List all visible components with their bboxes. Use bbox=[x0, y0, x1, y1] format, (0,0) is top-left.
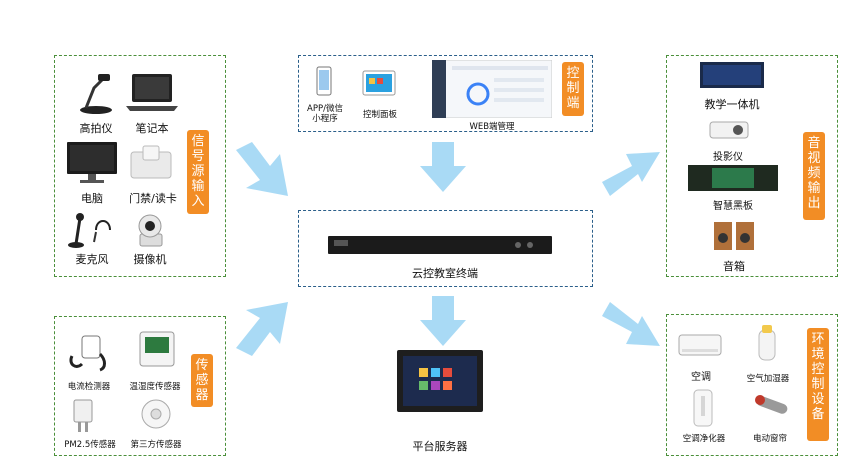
device-label-card-reader: 门禁/读卡 bbox=[129, 192, 177, 205]
control-tag: 控制端 bbox=[562, 62, 584, 116]
projector-icon bbox=[709, 121, 749, 139]
device-label-humidifier: 空气加湿器 bbox=[746, 374, 790, 384]
document-camera-icon bbox=[80, 74, 112, 114]
arrow-signal-to-terminal-icon bbox=[236, 142, 288, 196]
humidifier-icon bbox=[758, 325, 776, 361]
device-label-air-purifier: 空调净化器 bbox=[682, 434, 726, 444]
smartphone-icon bbox=[316, 66, 332, 96]
card-reader-icon bbox=[130, 145, 172, 179]
ptz-camera-icon bbox=[138, 214, 163, 247]
device-label-ptz-camera: 摄像机 bbox=[133, 253, 167, 266]
electric-curtain-icon bbox=[755, 395, 788, 414]
device-label-web-management: WEB端管理 bbox=[469, 122, 515, 132]
device-label-laptop: 笔记本 bbox=[135, 122, 169, 135]
device-label-electric-curtain: 电动窗帘 bbox=[752, 434, 787, 444]
device-label-mini-program: APP/微信 小程序 bbox=[301, 104, 349, 124]
speaker-icon bbox=[714, 222, 754, 250]
device-label-third-party-sensor: 第三方传感器 bbox=[130, 440, 182, 450]
terminal-label: 云控教室终端 bbox=[412, 267, 478, 280]
sensors-box bbox=[54, 316, 226, 456]
device-label-projector: 投影仪 bbox=[713, 152, 743, 163]
env-control-tag: 环境控制设备 bbox=[807, 328, 829, 441]
av-output-tag: 音视频输出 bbox=[803, 132, 825, 220]
device-label-control-panel: 控制面板 bbox=[362, 110, 397, 120]
terminal-box bbox=[298, 210, 593, 287]
platform-server-icon bbox=[397, 350, 483, 412]
device-label-pm25-sensor: PM2.5传感器 bbox=[64, 440, 116, 450]
device-label-microphone: 麦克风 bbox=[75, 253, 109, 266]
microphone-icon bbox=[68, 213, 111, 248]
arrow-terminal-to-env-icon bbox=[602, 302, 660, 346]
arrow-control-to-terminal-icon bbox=[420, 142, 466, 192]
device-label-document-camera: 高拍仪 bbox=[79, 122, 113, 135]
arrow-sensors-to-terminal-icon bbox=[236, 302, 288, 356]
server-label: 平台服务器 bbox=[412, 440, 468, 453]
pm25-sensor-icon bbox=[73, 399, 93, 432]
device-label-air-conditioner: 空调 bbox=[691, 372, 711, 383]
current-detector-icon bbox=[69, 335, 106, 372]
monitor-icon bbox=[67, 142, 117, 183]
laptop-icon bbox=[126, 74, 178, 111]
device-label-thermo-hygrometer: 温湿度传感器 bbox=[129, 382, 181, 392]
device-label-smart-blackboard: 智慧黑板 bbox=[713, 201, 753, 212]
arrow-terminal-to-server-icon bbox=[420, 296, 466, 346]
device-label-current-detector: 电流检测器 bbox=[67, 382, 111, 392]
signal-input-box bbox=[54, 55, 226, 277]
device-label-teaching-allinone: 教学一体机 bbox=[704, 98, 760, 111]
web-dashboard-icon bbox=[432, 60, 552, 118]
third-party-sensor-icon bbox=[141, 399, 171, 429]
air-purifier-icon bbox=[693, 389, 713, 427]
control-box bbox=[298, 55, 593, 132]
device-label-computer: 电脑 bbox=[81, 192, 103, 205]
device-label-mini-program-text: APP/微信 小程序 bbox=[307, 104, 343, 124]
control-panel-icon bbox=[362, 70, 396, 96]
env-control-box bbox=[666, 314, 838, 456]
teaching-allinone-icon bbox=[700, 62, 764, 88]
av-output-box bbox=[666, 55, 838, 277]
arrow-terminal-to-av-icon bbox=[602, 152, 660, 196]
smart-blackboard-icon bbox=[688, 165, 778, 191]
terminal-device-icon bbox=[328, 236, 552, 254]
signal-input-tag: 信号源输入 bbox=[187, 130, 209, 214]
air-conditioner-icon bbox=[678, 334, 722, 356]
device-label-speaker: 音箱 bbox=[723, 260, 745, 273]
sensors-tag: 传感器 bbox=[191, 354, 213, 407]
thermo-hygrometer-icon bbox=[139, 331, 175, 367]
